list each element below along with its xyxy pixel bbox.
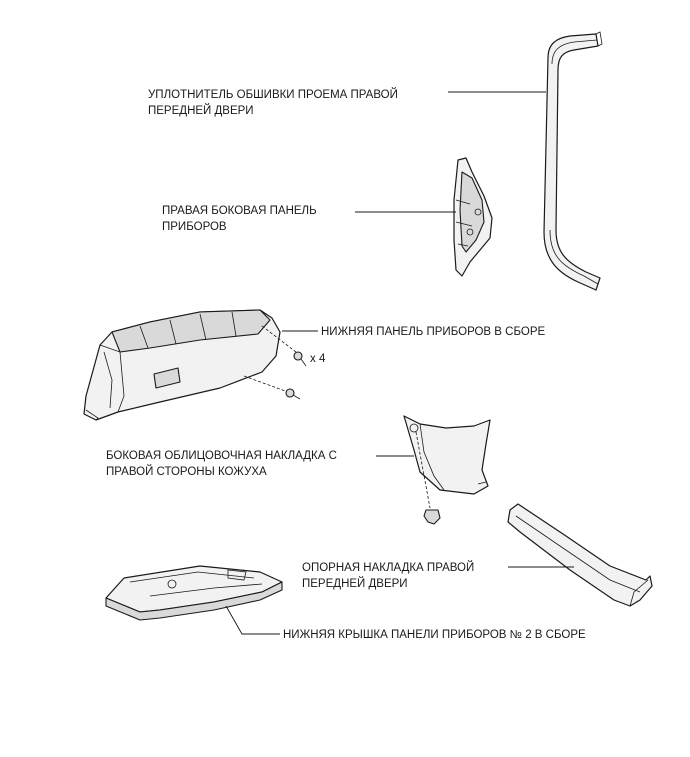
right-side-instrument-panel <box>453 157 493 277</box>
cowl-side-label-line2: ПРАВОЙ СТОРОНЫ КОЖУХА <box>106 465 267 478</box>
door-opening-weatherstrip <box>543 31 603 291</box>
lower-panel-label: НИЖНЯЯ ПАНЕЛЬ ПРИБОРОВ В СБОРЕ <box>321 326 545 338</box>
scuff-plate-label-line1: ОПОРНАЯ НАКЛАДКА ПРАВОЙ <box>302 561 474 574</box>
screw-icon <box>261 325 307 367</box>
side-panel-label-line2: ПРИБОРОВ <box>162 221 227 233</box>
side-panel-label-line1: ПРАВАЯ БОКОВАЯ ПАНЕЛЬ <box>162 205 317 217</box>
lower-instrument-cover-no2-assembly <box>105 565 283 621</box>
weatherstrip-label-line2: ПЕРЕДНЕЙ ДВЕРИ <box>148 104 254 117</box>
cowl-side-label-line1: БОКОВАЯ ОБЛИЦОВОЧНАЯ НАКЛАДКА С <box>106 450 337 462</box>
front-door-scuff-plate <box>507 503 653 607</box>
lower-cover-label: НИЖНЯЯ КРЫШКА ПАНЕЛИ ПРИБОРОВ № 2 В СБОР… <box>283 629 586 641</box>
lower-cover-leader <box>225 605 280 635</box>
clip-dash-line <box>415 431 431 509</box>
scuff-plate-label-line2: ПЕРЕДНЕЙ ДВЕРИ <box>302 577 408 590</box>
clip-icon <box>423 509 441 525</box>
screw-quantity: x 4 <box>310 353 326 365</box>
cowl-side-trim-board <box>403 415 491 495</box>
lower-instrument-panel-assembly <box>83 309 281 421</box>
screw-icon <box>243 375 301 400</box>
weatherstrip-label-line1: УПЛОТНИТЕЛЬ ОБШИВКИ ПРОЕМА ПРАВОЙ <box>148 88 398 101</box>
